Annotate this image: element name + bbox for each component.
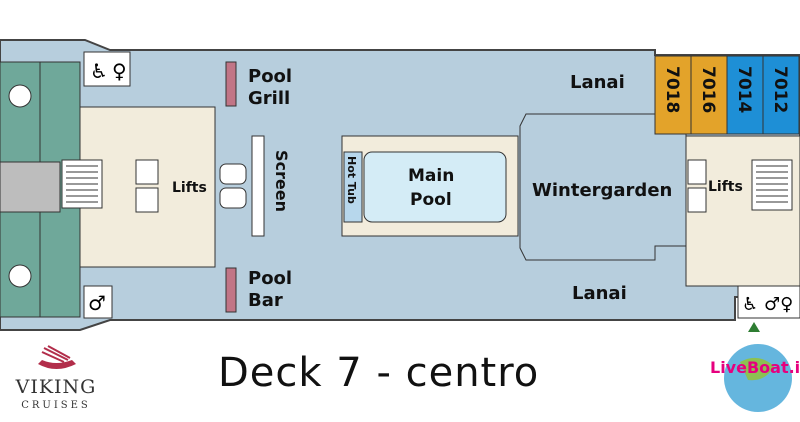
longship-icon	[38, 345, 76, 369]
hot-tub	[343, 151, 363, 223]
viking-logo: VIKING CRUISES	[0, 340, 112, 418]
deck-plan: Lifts ♿ ♀ ♂ Pool Grill Pool Bar Screen H…	[0, 39, 800, 331]
liveboat-watermark: LiveBoat.it	[700, 322, 800, 418]
pool-grill-counter	[225, 61, 237, 107]
restroom-box-right	[737, 285, 800, 319]
brand-sub: CRUISES	[21, 400, 91, 411]
brand-name: VIKING	[15, 376, 97, 398]
cabin-number: 7012	[770, 66, 790, 113]
liveboat-text: LiveBoat.it	[710, 358, 800, 377]
restroom-box-bottom-left	[83, 285, 113, 319]
lanai-top-label: Lanai	[570, 72, 625, 93]
wintergarden-label: Wintergarden	[532, 180, 672, 201]
pool-bar-label-1: Pool	[248, 268, 292, 289]
hot-tub-label: Hot Tub	[345, 156, 358, 204]
cabin-row: 7018 7016 7014 7012	[654, 55, 800, 135]
lift-icon	[687, 159, 707, 213]
restroom-box-top-left	[83, 51, 131, 87]
main-pool-label-1: Main	[408, 166, 454, 186]
lifts-label-right: Lifts	[708, 179, 743, 195]
screen	[251, 135, 265, 237]
lift-icon	[135, 159, 159, 213]
restroom-icon: ♂	[88, 291, 106, 315]
seat-icon	[219, 163, 247, 209]
cabin-number: 7018	[662, 66, 682, 113]
main-pool-label-2: Pool	[410, 190, 452, 210]
main-pool	[363, 151, 507, 223]
lifts-label-left: Lifts	[172, 180, 207, 196]
cabin-7012	[762, 55, 800, 135]
globe-icon	[724, 322, 792, 412]
stairs-icon	[61, 159, 103, 209]
restroom-icon: ♀	[112, 59, 127, 83]
screen-label: Screen	[272, 150, 291, 212]
pool-bar-label-2: Bar	[248, 290, 283, 311]
lanai-bottom-label: Lanai	[572, 283, 627, 304]
lounge-gray-block	[0, 161, 61, 213]
deck-title: Deck 7 - centro	[218, 350, 540, 396]
wheelchair-icon: ♿	[90, 59, 108, 83]
cabin-number: 7014	[734, 66, 754, 113]
table-icon	[8, 84, 32, 288]
cabin-7016	[690, 55, 728, 135]
wheelchair-icon: ♿	[742, 294, 758, 315]
cabin-number: 7016	[698, 66, 718, 113]
cabin-7014	[726, 55, 764, 135]
cabin-7018	[654, 55, 692, 135]
stairs-icon	[751, 159, 793, 211]
pool-bar-counter	[225, 267, 237, 313]
restroom-icon: ♂♀	[764, 294, 793, 315]
pool-grill-label-2: Grill	[248, 88, 290, 109]
pool-grill-label-1: Pool	[248, 66, 292, 87]
